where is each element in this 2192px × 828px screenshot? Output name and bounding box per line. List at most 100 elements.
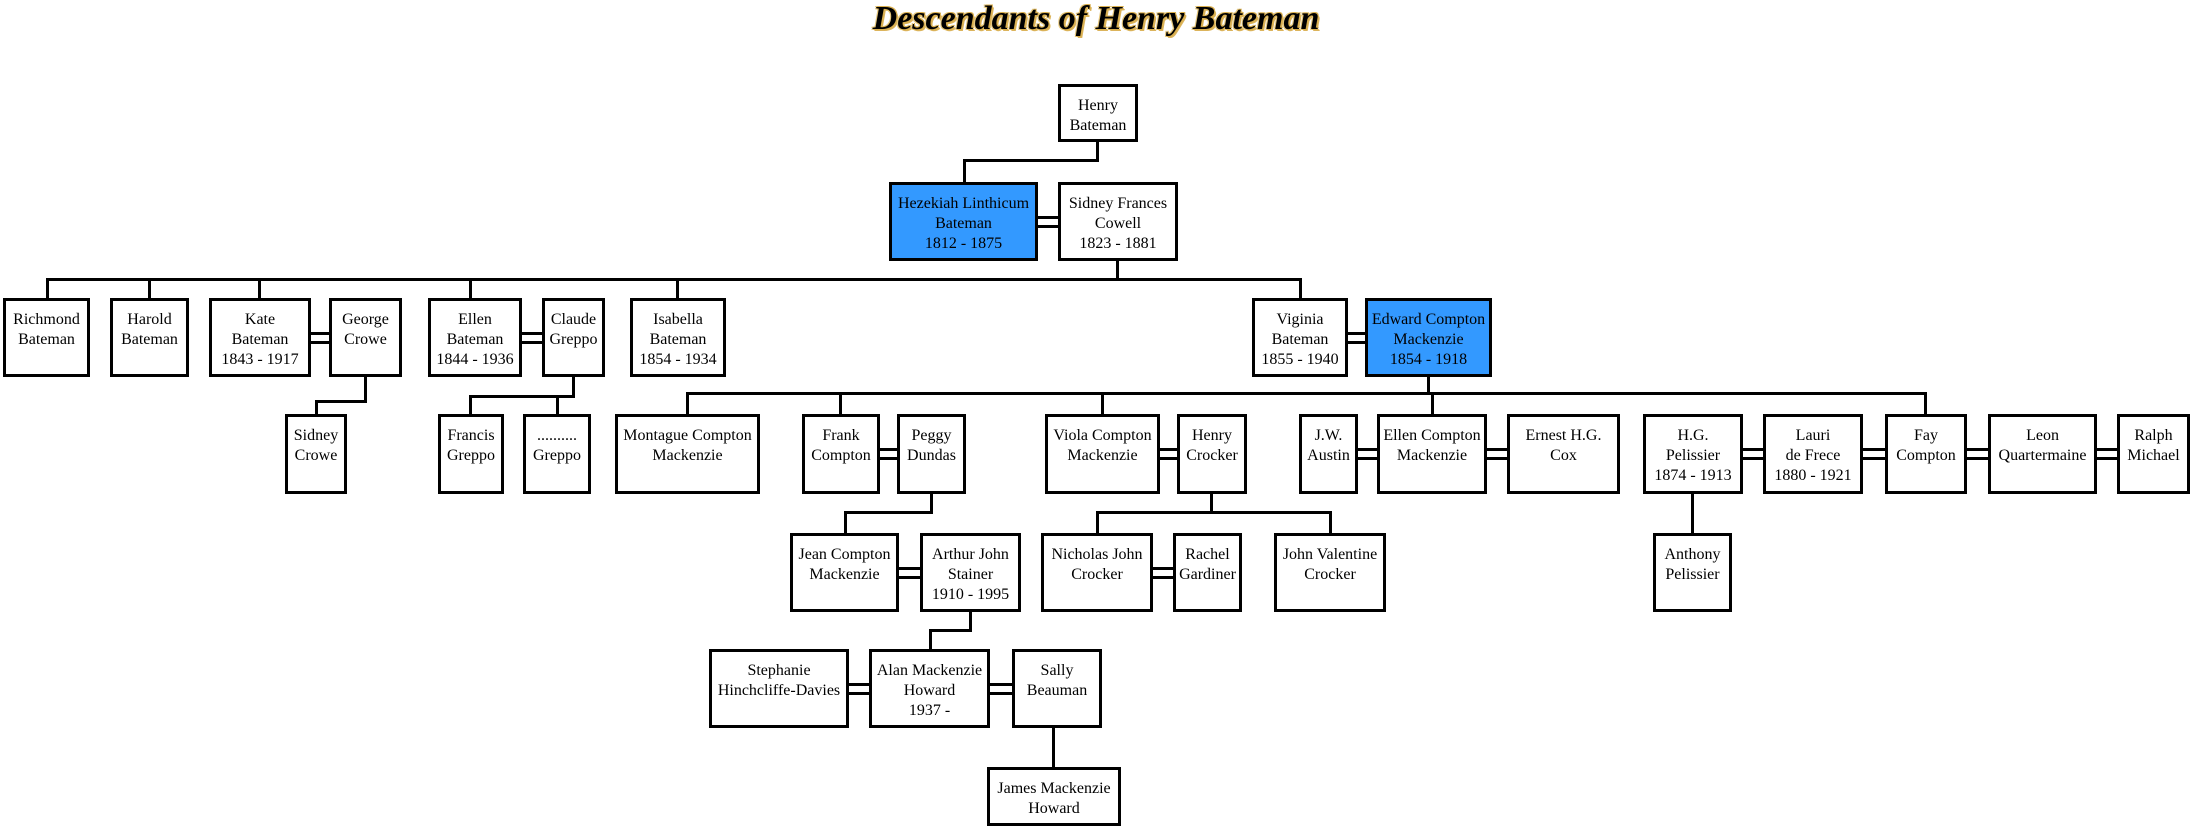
person-name-line: Lauri [1795,427,1831,444]
person-name-line: Fay [1914,427,1938,444]
marriage-double-line [1348,332,1365,344]
person-name-line: Harold [127,311,172,328]
person-name-line: Peggy [911,427,952,444]
person-name-line: Mackenzie [1067,447,1138,464]
person-name-line: Compton [811,447,871,464]
marriage-double-line [1153,567,1173,579]
person-name-line: Ernest H.G. [1525,427,1602,444]
connector-line [572,377,575,397]
connector-line [686,392,1927,395]
person-name-line: de Frece [1785,447,1841,464]
person-name-line: Crowe [344,331,387,348]
connector-line [1096,511,1099,533]
person-name-line: Mackenzie [652,447,723,464]
person-name-line: Bateman [649,331,707,348]
person-name-line: Kate [244,311,276,328]
person-name-line: Mackenzie [1393,331,1464,348]
person-name-line: Henry [1192,427,1232,444]
connector-line [1431,392,1434,414]
person-name-line: Francis [447,427,495,444]
connector-line [963,159,1099,162]
connector-line [364,377,367,403]
connector-line [315,400,367,403]
connector-line [1101,392,1104,414]
marriage-double-line [880,448,897,460]
connector-line [1924,392,1927,414]
connector-line [1329,511,1332,533]
person-name-line: Crocker [1304,566,1356,583]
person-dates: 1855 - 1940 [1261,351,1339,368]
marriage-double-line [990,683,1012,695]
person-box-ernest-hg-cox[interactable]: Ernest H.G. Cox [1507,414,1620,494]
person-name-line: Greppo [533,447,581,464]
person-name-line: Beauman [1026,682,1088,699]
person-name-line: Dundas [907,447,956,464]
connector-line [929,629,932,649]
person-name-line: Greppo [549,331,598,348]
person-name-line: Bateman [446,331,504,348]
person-name-line: Ralph [2134,427,2173,444]
person-name-line: Ellen Compton [1383,427,1481,444]
person-name-line: Crocker [1071,566,1123,583]
person-name-line: Michael [2127,447,2180,464]
person-box-jw-austin[interactable]: J.W.Austin [1299,414,1358,494]
connector-line [469,395,575,398]
person-name-line: Viginia [1276,311,1324,328]
person-dates: 1937 - [908,702,951,719]
connector-line [929,629,972,632]
person-name-line: Stephanie [747,662,811,679]
marriage-double-line [1743,448,1763,460]
person-name-line: Crowe [294,447,338,464]
connector-line [969,612,972,631]
person-name-line: Pelissier [1665,447,1721,464]
person-dates: 1910 - 1995 [931,586,1010,603]
connector-line [1116,261,1119,280]
connector-line [148,278,151,298]
person-name-line: Cox [1550,447,1577,464]
person-dates: 1874 - 1913 [1654,467,1732,484]
person-name-line: Nicholas John [1051,546,1143,563]
person-dates: 1812 - 1875 [924,235,1003,252]
connector-line [1691,494,1694,533]
person-box-unknown-greppo[interactable]: ..........Greppo [523,414,591,494]
person-dates: 1843 - 1917 [221,351,299,368]
person-name-line: Anthony [1664,546,1721,563]
person-name-line: Sally [1040,662,1074,679]
